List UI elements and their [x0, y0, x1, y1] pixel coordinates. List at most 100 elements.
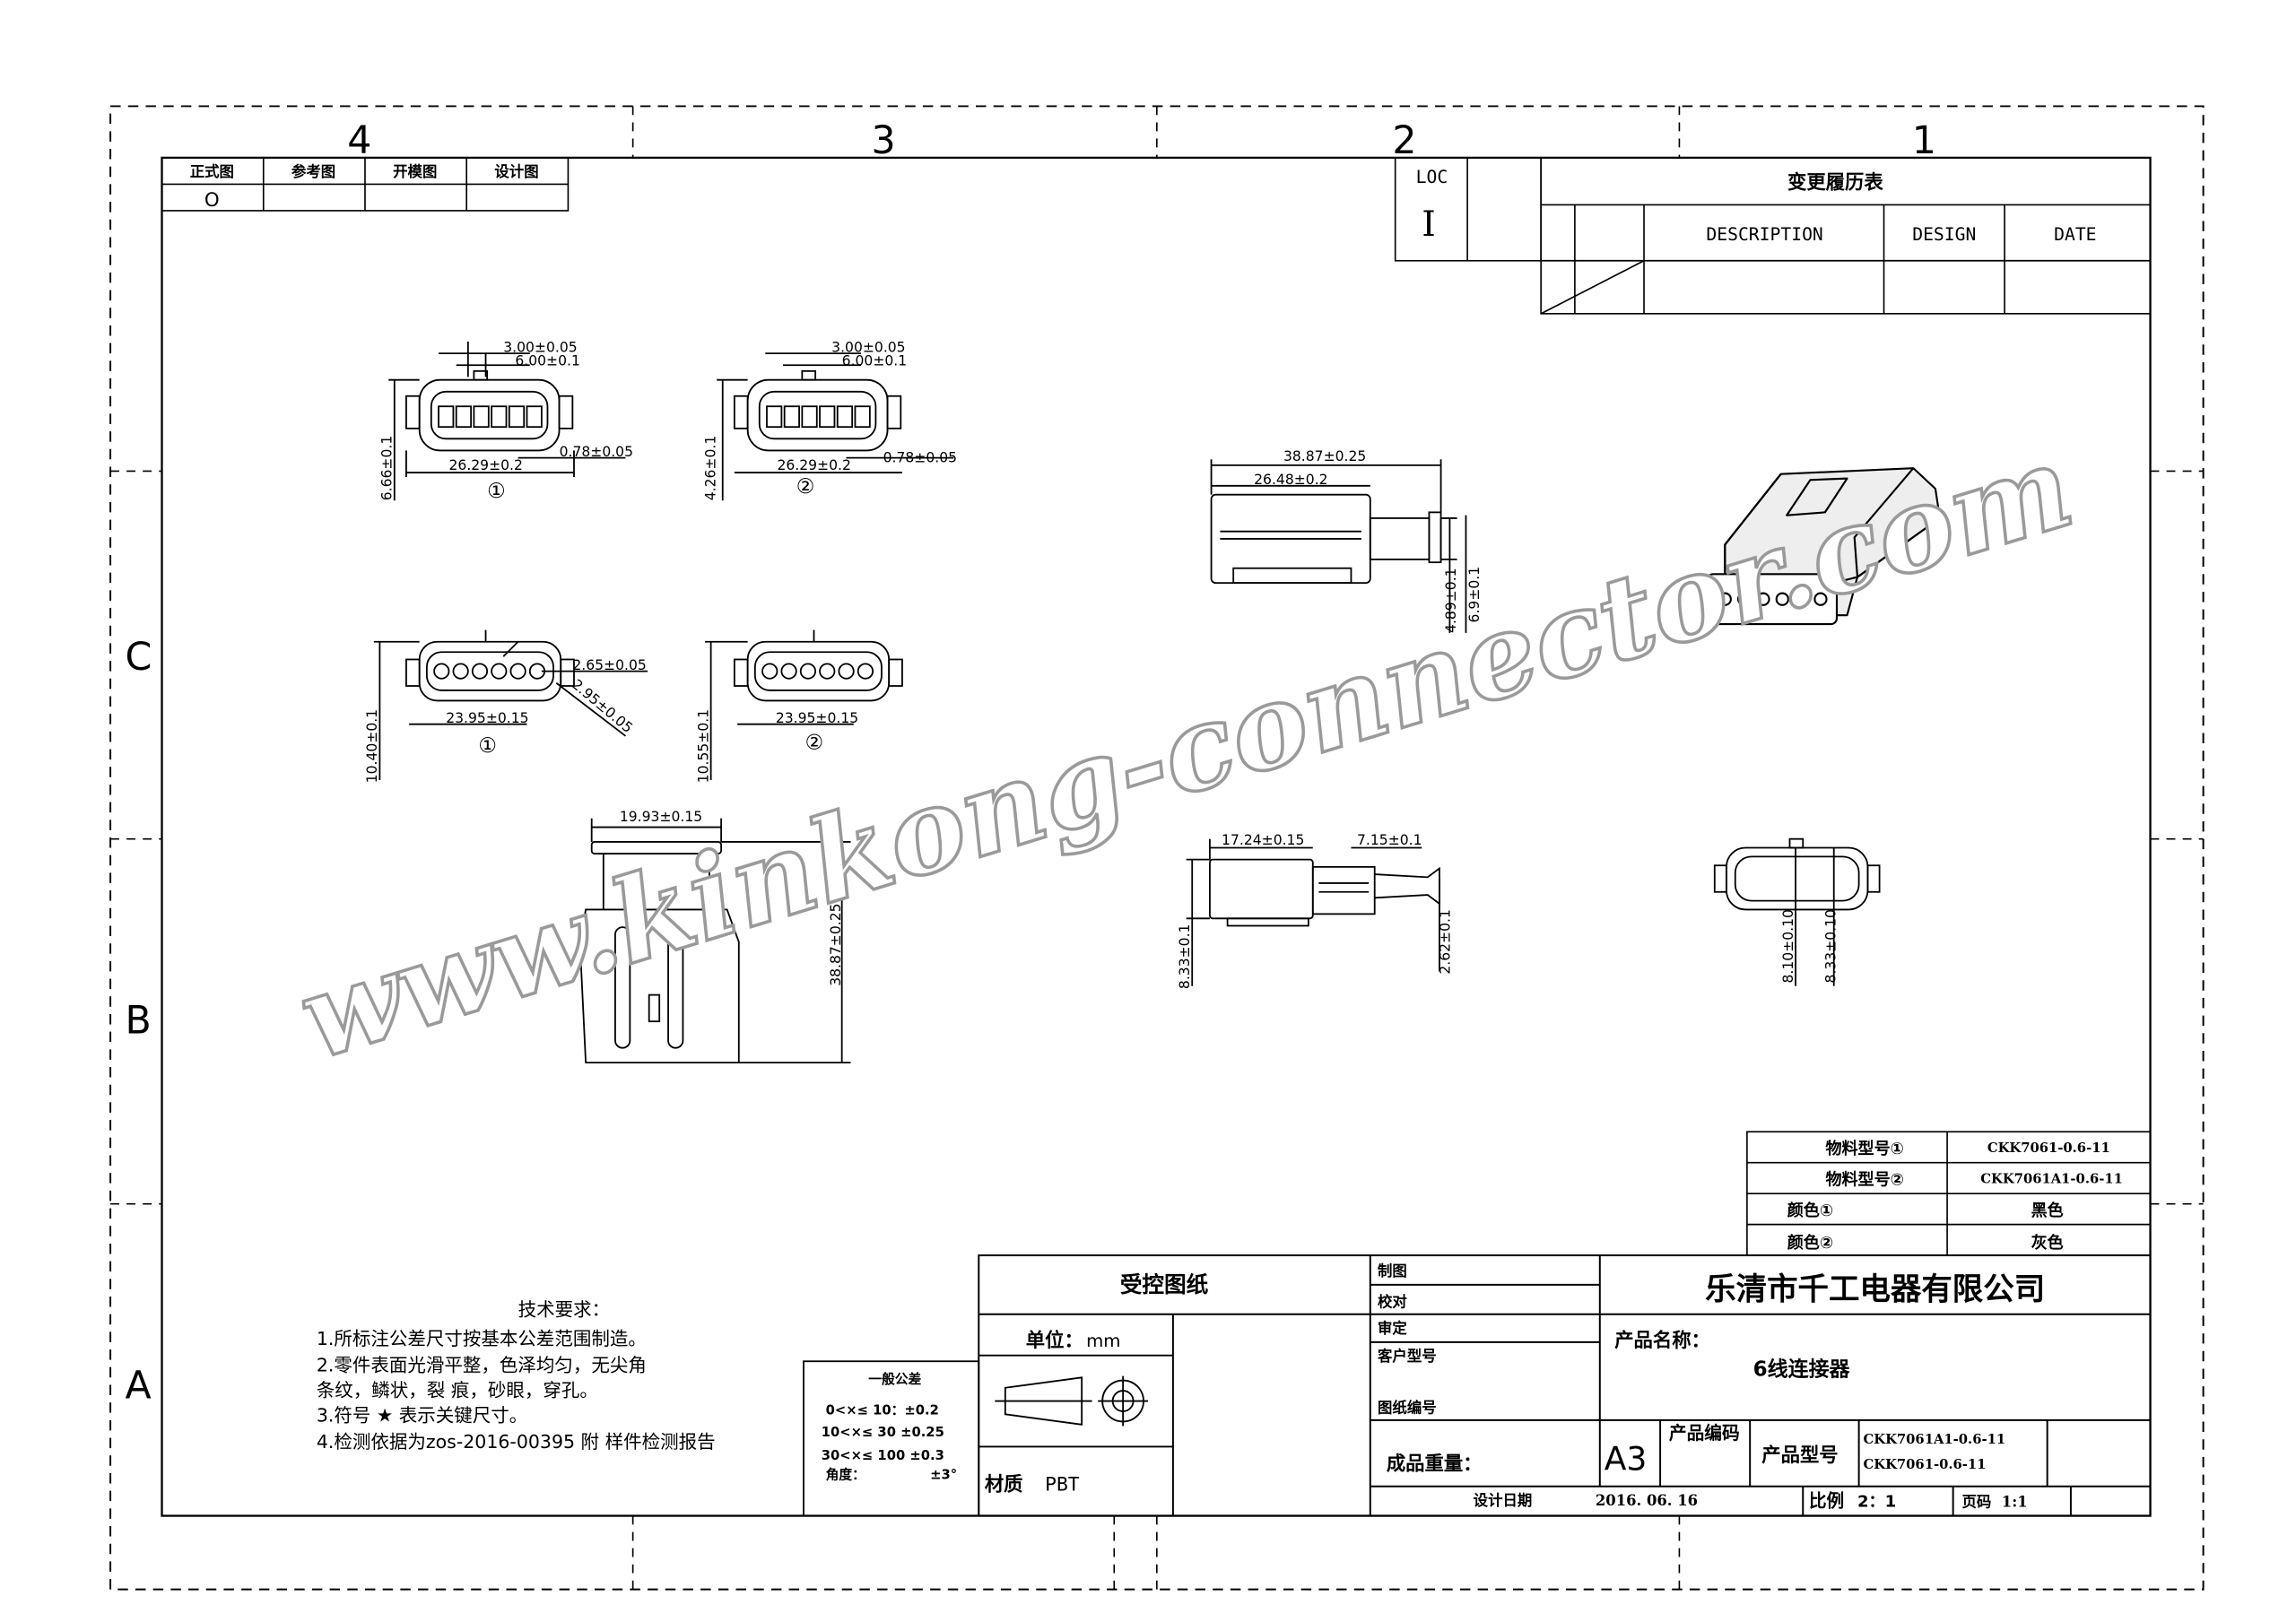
zone-top-1: 1 [1912, 118, 1936, 163]
end-h1: 8.10±0.10 [1780, 909, 1796, 983]
revision-col-date: DATE [2054, 224, 2096, 245]
v2m-label: ② [805, 732, 824, 755]
side-total: 38.87±0.25 [1283, 448, 1366, 464]
revision-col-design: DESIGN [1912, 224, 1976, 245]
zone-top-3: 3 [871, 118, 895, 163]
tech-item-3: 条纹，鳞状，裂 痕，砂眼，穿孔。 [317, 1380, 598, 1401]
role-weight: 成品重量： [1387, 1453, 1483, 1476]
tolerance-row-1: 0<×≤ 10：±0.2 [826, 1402, 939, 1418]
section-view [1186, 838, 1440, 986]
view1-top [388, 342, 626, 501]
end-h2: 8.33±0.10 [1822, 909, 1839, 983]
product-code-label: 产品编码 [1669, 1423, 1740, 1444]
model-2: CKK7061-0.6-11 [1864, 1457, 1987, 1472]
side-h1: 4.89±0.1 [1443, 568, 1459, 633]
tolerance-row-3: 30<×≤ 100 ±0.3 [822, 1448, 944, 1463]
section-d2: 7.15±0.1 [1357, 832, 1422, 848]
mat-label-2: 物料型号② [1825, 1169, 1903, 1189]
v2m-width: 23.95±0.15 [776, 710, 858, 726]
view2-mid [705, 629, 903, 781]
design-date: 2016. 06. 16 [1596, 1492, 1698, 1509]
v1m-diag: 2.95±0.05 [569, 676, 636, 736]
mat-value-1: CKK7061-0.6-11 [1987, 1141, 2110, 1156]
type-formal: 正式图 [190, 163, 234, 180]
page-value: 1:1 [2002, 1494, 2028, 1511]
v1-width: 26.29±0.2 [449, 457, 523, 473]
zone-labels: 4 3 2 1 C B A [125, 118, 1935, 1408]
role-customer-model: 客户型号 [1378, 1348, 1437, 1365]
revision-table [1540, 157, 2152, 315]
zone-top-2: 2 [1392, 118, 1416, 163]
sheet-size: A3 [1605, 1440, 1648, 1479]
type-design: 设计图 [494, 163, 538, 180]
material-value: PBT [1045, 1474, 1080, 1496]
scale-label: 比例 [1809, 1491, 1844, 1512]
drawing-type-table [161, 157, 570, 212]
v2-d2: 6.00±0.1 [842, 352, 908, 369]
v1-height: 6.66±0.1 [379, 436, 396, 501]
mat-value-2: CKK7061A1-0.6-11 [1980, 1172, 2123, 1187]
product-name-label: 产品名称： [1614, 1329, 1710, 1352]
tech-item-2: 2.零件表面光滑平整，色泽均匀，无尖角 [317, 1355, 647, 1376]
v2-pin: 0.78±0.05 [883, 450, 957, 466]
tech-item-1: 1.所标注公差尺寸按基本公差范围制造。 [317, 1328, 647, 1349]
role-drafter: 制图 [1378, 1262, 1407, 1279]
front-width: 19.93±0.15 [620, 809, 702, 825]
side-h2: 6.9±0.1 [1466, 567, 1483, 623]
section-h1: 8.33±0.1 [1177, 924, 1193, 990]
v2m-height: 10.55±0.1 [695, 709, 711, 783]
product-model-label: 产品型号 [1761, 1444, 1838, 1467]
tech-item-5: 4.检测依据为zos-2016-00395 附 样件检测报告 [317, 1431, 716, 1453]
mat-label-3: 颜色① [1787, 1201, 1833, 1220]
zone-dividers [110, 106, 2204, 1590]
revision-col-description: DESCRIPTION [1706, 224, 1822, 245]
mat-label-1: 物料型号① [1825, 1139, 1903, 1158]
material-table [1746, 1131, 2152, 1256]
model-1: CKK7061A1-0.6-11 [1864, 1432, 2006, 1447]
product-name: 6线连接器 [1753, 1357, 1851, 1382]
tolerance-title: 一般公差 [868, 1371, 921, 1387]
mat-value-3: 黑色 [2031, 1201, 2064, 1220]
design-date-label: 设计日期 [1474, 1492, 1533, 1509]
tolerance-angle-value: ±3° [930, 1468, 957, 1483]
section-d1: 17.24±0.15 [1222, 832, 1304, 848]
v1-d2: 6.00±0.1 [515, 352, 580, 369]
v1m-width: 23.95±0.15 [446, 710, 528, 726]
loc-value: I [1422, 204, 1436, 245]
tolerance-angle-label: 角度： [826, 1467, 865, 1483]
isometric-view [1706, 467, 1941, 626]
v1m-label: ① [478, 734, 497, 758]
type-reference: 参考图 [291, 163, 335, 180]
v1-label: ① [487, 480, 506, 503]
tolerance-box [803, 1360, 980, 1517]
v1m-height: 10.40±0.1 [364, 709, 380, 783]
unit-value: mm [1086, 1331, 1120, 1351]
scale-value: 2：1 [1857, 1493, 1896, 1512]
company-name: 乐清市千工电器有限公司 [1705, 1271, 2045, 1307]
role-checker: 校对 [1378, 1294, 1407, 1311]
mat-value-4: 灰色 [2031, 1233, 2064, 1253]
side-body: 26.48±0.2 [1254, 472, 1327, 488]
zone-left-b: B [125, 998, 151, 1043]
tolerance-row-2: 10<×≤ 30 ±0.25 [822, 1425, 944, 1440]
loc-label: LOC [1416, 167, 1448, 187]
side-view [1210, 459, 1467, 633]
tech-item-4: 3.符号 ★ 表示关键尺寸。 [317, 1405, 527, 1427]
unit-label: 单位： [1026, 1329, 1083, 1352]
revision-title: 变更履历表 [1787, 170, 1883, 194]
projection-symbol [995, 1375, 1148, 1427]
view1-mid [373, 629, 648, 781]
type-mold: 开模图 [393, 163, 437, 180]
zone-left-c: C [125, 635, 152, 680]
end-view [1713, 837, 1881, 986]
inner-frame [161, 156, 2152, 1517]
page-label: 页码 [1961, 1494, 1991, 1511]
mat-label-4: 颜色② [1787, 1233, 1833, 1253]
v1-d1: 3.00±0.05 [503, 340, 577, 356]
v2-height: 4.26±0.1 [703, 436, 719, 501]
zone-left-a: A [125, 1363, 151, 1408]
v2-label: ② [796, 475, 815, 499]
v2-width: 26.29±0.2 [777, 457, 850, 473]
zone-top-4: 4 [347, 118, 371, 163]
